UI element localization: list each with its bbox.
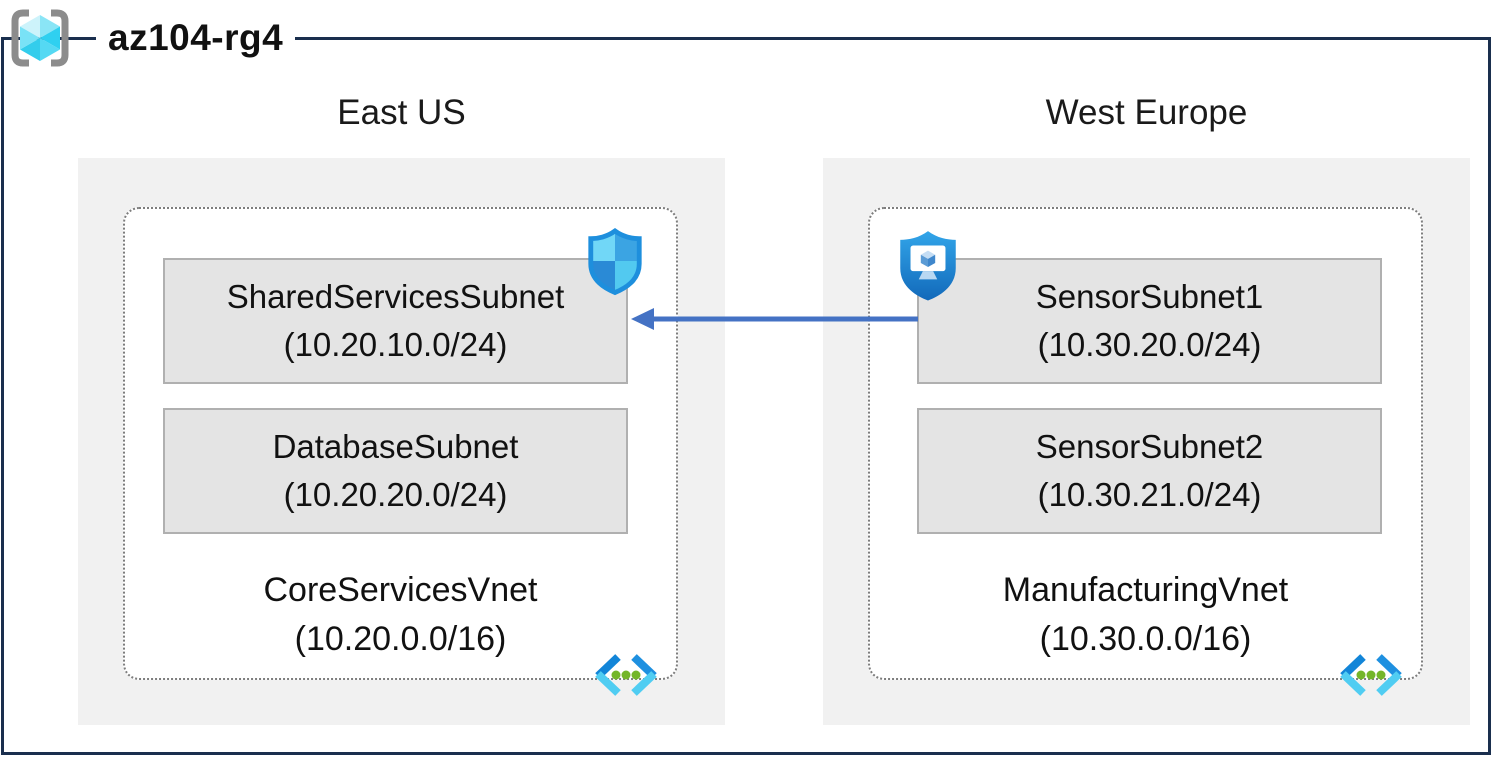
subnet-name: SensorSubnet2	[1035, 428, 1264, 465]
vnet-label-coreservices: CoreServicesVnet (10.20.0.0/16)	[123, 566, 678, 664]
region-label-east-us: East US	[337, 93, 466, 132]
vnet-label-manufacturing: ManufacturingVnet (10.30.0.0/16)	[868, 566, 1423, 664]
subnet-box-sharedservices: SharedServicesSubnet (10.20.10.0/24)	[163, 258, 628, 384]
resource-group-border	[1, 37, 1491, 755]
vnet-cidr: (10.20.0.0/16)	[294, 620, 507, 658]
application-security-group-icon	[900, 231, 956, 301]
peering-arrow	[631, 308, 918, 330]
vnet-name: ManufacturingVnet	[1002, 571, 1289, 609]
resource-group-icon	[11, 9, 69, 67]
resource-group-title: az104-rg4	[96, 6, 296, 70]
subnet-cidr: (10.20.10.0/24)	[283, 326, 508, 363]
virtual-network-icon	[595, 654, 657, 696]
subnet-cidr: (10.30.20.0/24)	[1037, 326, 1262, 363]
subnet-name: DatabaseSubnet	[272, 428, 519, 465]
subnet-name: SharedServicesSubnet	[226, 278, 565, 315]
virtual-network-icon	[1340, 654, 1402, 696]
region-label-west-europe: West Europe	[1045, 93, 1248, 132]
vnet-cidr: (10.30.0.0/16)	[1039, 620, 1252, 658]
subnet-box-sensorsubnet2: SensorSubnet2 (10.30.21.0/24)	[917, 408, 1382, 534]
subnet-box-sensorsubnet1: SensorSubnet1 (10.30.20.0/24)	[917, 258, 1382, 384]
subnet-box-database: DatabaseSubnet (10.20.20.0/24)	[163, 408, 628, 534]
resource-group-header: az104-rg4	[8, 6, 296, 70]
vnet-name: CoreServicesVnet	[263, 571, 538, 609]
subnet-cidr: (10.30.21.0/24)	[1037, 476, 1262, 513]
network-security-group-icon	[588, 227, 642, 296]
subnet-name: SensorSubnet1	[1035, 278, 1264, 315]
subnet-cidr: (10.20.20.0/24)	[283, 476, 508, 513]
